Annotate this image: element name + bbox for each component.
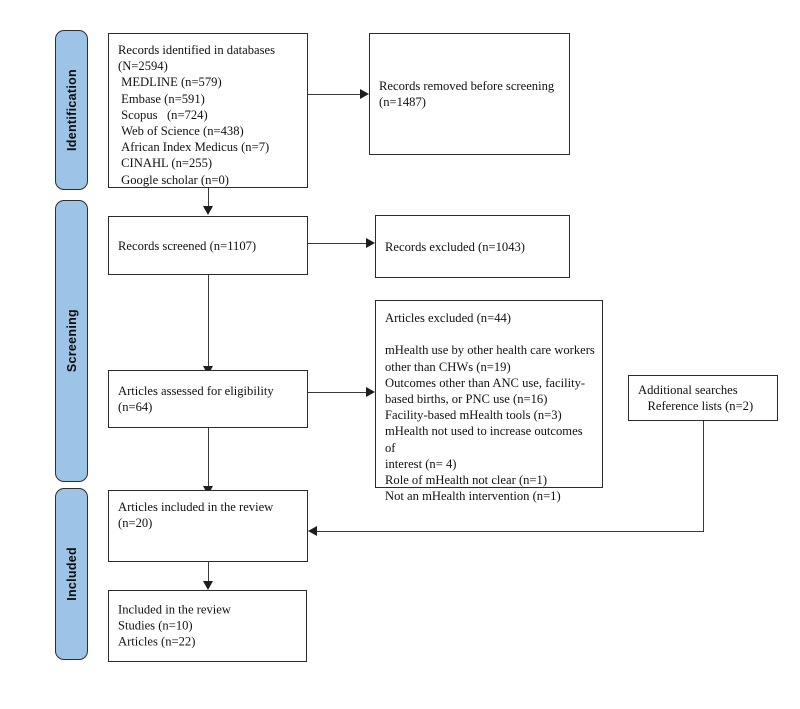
connector-identified-to-removed (308, 94, 361, 95)
connector-additional-horizontal (317, 531, 704, 532)
box-records-screened-text: Records screened (n=1107) (118, 238, 257, 253)
box-records-removed-text: Records removed before screening (n=1487… (379, 78, 555, 109)
arrowhead-assessed-to-excluded (366, 387, 375, 397)
box-records-excluded-text: Records excluded (n=1043) (385, 239, 525, 254)
stage-bar-screening: Screening (55, 200, 88, 482)
box-records-identified-text: Records identified in databases (N=2594)… (118, 43, 276, 187)
arrowhead-additional-to-included (308, 526, 317, 536)
box-records-screened: Records screened (n=1107) (108, 216, 308, 275)
connector-identified-to-screened (208, 188, 209, 208)
box-articles-assessed: Articles assessed for eligibility (n=64) (108, 370, 308, 428)
stage-label-included: Included (64, 547, 79, 601)
box-records-identified: Records identified in databases (N=2594)… (108, 33, 308, 188)
box-records-removed: Records removed before screening (n=1487… (369, 33, 570, 155)
connector-assessed-to-included (208, 428, 209, 488)
connector-included-to-review (208, 562, 209, 583)
arrowhead-included-to-review (203, 581, 213, 590)
box-additional-searches-text: Additional searches Reference lists (n=2… (638, 382, 754, 413)
connector-additional-vertical (703, 421, 704, 532)
box-included-in-review: Included in the review Studies (n=10) Ar… (108, 590, 307, 662)
box-articles-included: Articles included in the review (n=20) (108, 490, 308, 562)
box-articles-excluded-text: Articles excluded (n=44) mHealth use by … (385, 311, 595, 504)
stage-label-screening: Screening (64, 309, 79, 373)
box-additional-searches: Additional searches Reference lists (n=2… (628, 375, 778, 421)
stage-bar-identification: Identification (55, 30, 88, 190)
arrowhead-identified-to-screened (203, 206, 213, 215)
box-records-excluded: Records excluded (n=1043) (375, 215, 570, 278)
box-articles-assessed-text: Articles assessed for eligibility (n=64) (118, 383, 274, 414)
arrowhead-screened-to-excluded (366, 238, 375, 248)
box-articles-included-text: Articles included in the review (n=20) (118, 500, 274, 531)
connector-screened-to-excluded (308, 243, 368, 244)
stage-bar-included: Included (55, 488, 88, 660)
connector-assessed-to-excluded (308, 392, 368, 393)
arrowhead-identified-to-removed (360, 89, 369, 99)
box-articles-excluded: Articles excluded (n=44) mHealth use by … (375, 300, 603, 503)
stage-label-identification: Identification (64, 69, 79, 151)
box-included-in-review-text: Included in the review Studies (n=10) Ar… (118, 602, 231, 650)
connector-screened-to-assessed (208, 275, 209, 368)
